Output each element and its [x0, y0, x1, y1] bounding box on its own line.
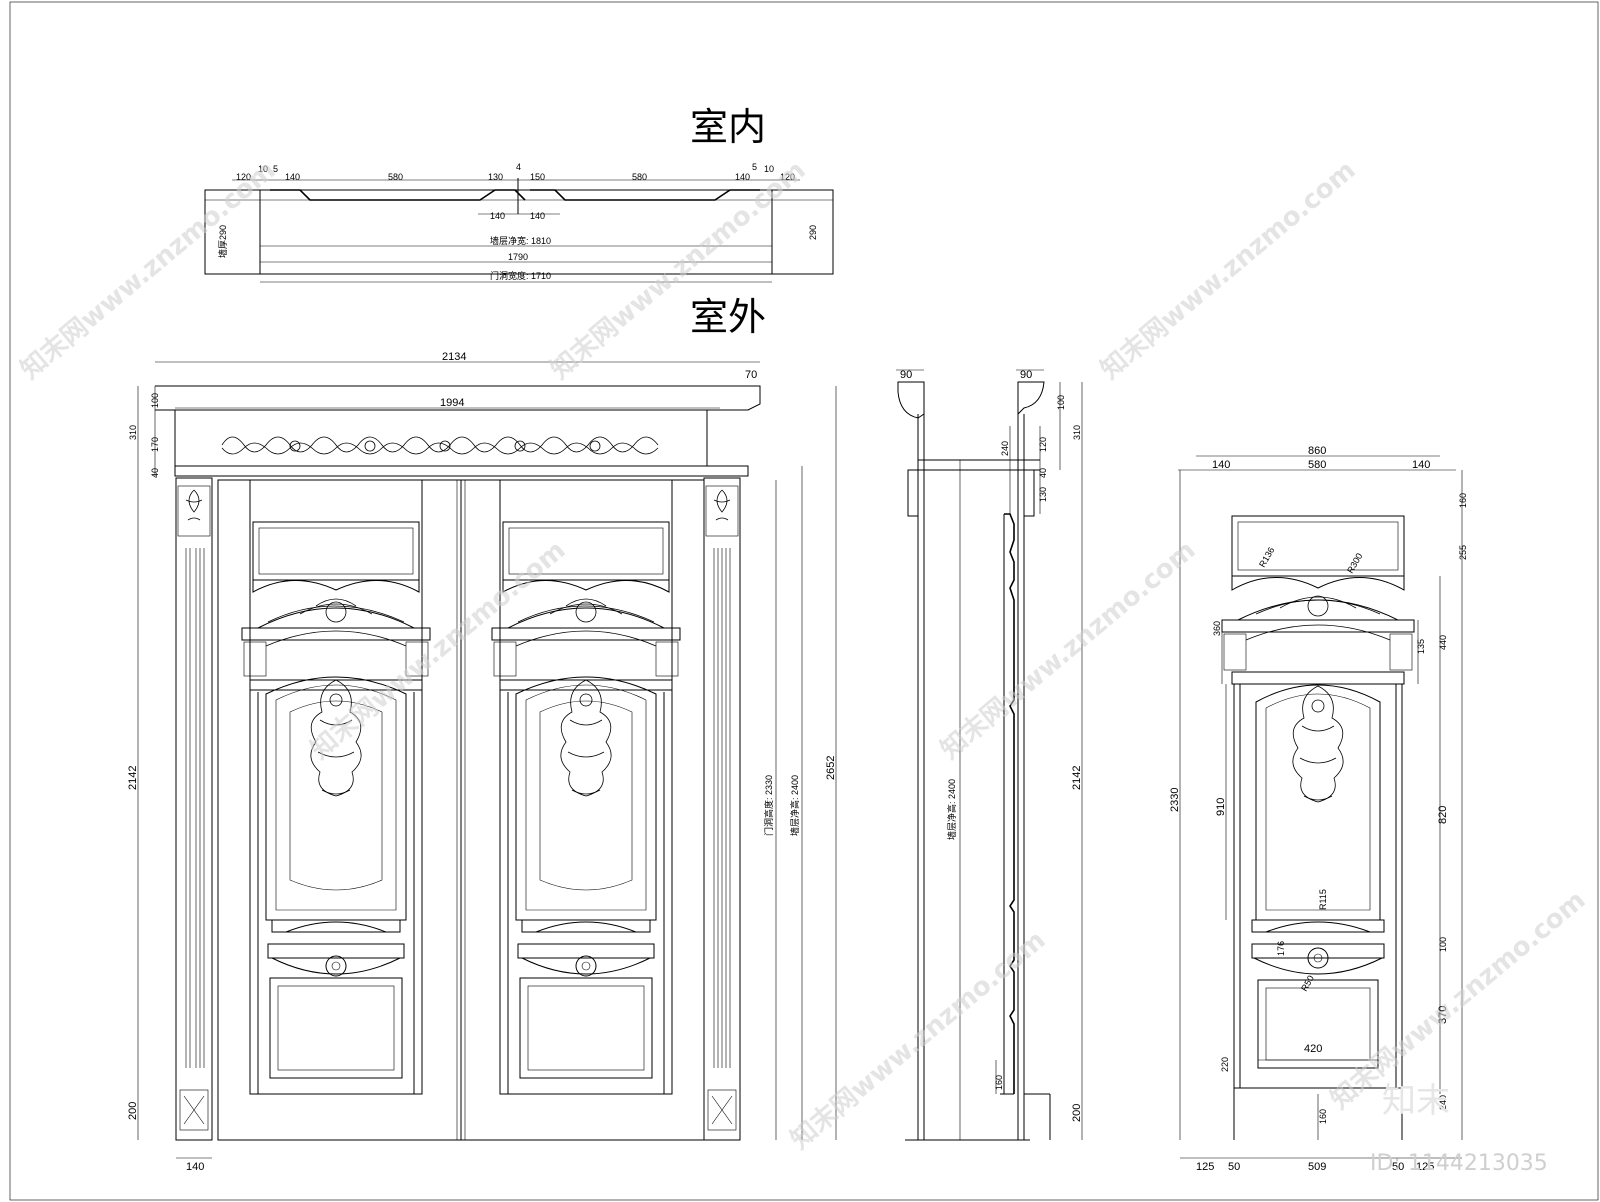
side-dim-100: 100 [1056, 395, 1066, 410]
front-dim-200: 200 [127, 1102, 139, 1120]
plan-dim-1790: 1790 [508, 252, 528, 262]
front-dim-2400: 墙层净高: 2400 [789, 775, 800, 836]
side-dim-2142: 2142 [1071, 766, 1083, 790]
watermark-1: 知末网www.znzmo.com [15, 155, 281, 385]
detail-dim-b50a: 50 [1228, 1161, 1240, 1173]
door-leaf-right [491, 479, 681, 1095]
detail-dim-160: 160 [1458, 493, 1468, 508]
detail-dim-220: 220 [1220, 1057, 1230, 1072]
side-dim-200: 200 [1071, 1104, 1083, 1122]
plan-dim-10l: 10 [258, 164, 268, 174]
detail-dim-820: 820 [1437, 806, 1449, 824]
side-dim-2400: 墙层净高: 2400 [946, 779, 957, 840]
plan-dim-4: 4 [516, 162, 521, 172]
detail-dim-240: 240 [1438, 1095, 1448, 1110]
heading-outdoor: 室外 [690, 295, 766, 339]
brand-logo: 知末 [1382, 1081, 1450, 1121]
plan-dim-580l: 580 [388, 172, 403, 182]
detail-dim-140a: 140 [1212, 459, 1230, 471]
side-dim-240: 240 [1000, 441, 1010, 456]
left-door-carving [310, 679, 362, 797]
side-dim-40: 40 [1038, 468, 1048, 478]
plan-dim-5r: 5 [752, 162, 757, 172]
side-section-right: 90 100 310 240 120 40 130 2142 160 200 [994, 369, 1083, 1140]
side-dim-90a: 90 [900, 369, 912, 381]
detail-dim-b50b: 50 [1392, 1161, 1404, 1173]
plan-dim-1710: 门洞宽度: 1710 [490, 270, 551, 281]
heading-indoor: 室内 [690, 105, 766, 149]
detail-dim-r50: R50 [1299, 974, 1316, 993]
watermarks: 知末网www.znzmo.com 知末网www.znzmo.com 知末网www… [15, 155, 1591, 1155]
detail-dim-370: 370 [1437, 1006, 1449, 1024]
plan-dim-140r: 140 [735, 172, 750, 182]
side-dim-310: 310 [1072, 425, 1082, 440]
plan-dim-150: 150 [530, 172, 545, 182]
front-dim-2652: 2652 [825, 756, 837, 780]
detail-dim-360: 360 [1212, 621, 1222, 636]
front-dim-1994: 1994 [440, 397, 464, 409]
front-dim-2330: 门洞高度: 2330 [763, 775, 774, 836]
frieze-ornament [221, 436, 659, 455]
front-dim-2142: 2142 [127, 766, 139, 790]
plan-dim-sub140a: 140 [490, 211, 505, 221]
front-dim-310: 310 [128, 425, 138, 440]
detail-dim-r136: R136 [1257, 545, 1276, 569]
plan-view: 10 5 120 140 580 130 4 150 580 140 5 10 … [204, 162, 834, 283]
front-dim-100: 100 [150, 393, 160, 408]
detail-dim-176: 176 [1276, 941, 1286, 956]
detail-dim-255: 255 [1458, 545, 1468, 560]
front-dim-70: 70 [745, 369, 757, 381]
detail-dim-160b: 160 [1318, 1109, 1328, 1124]
detail-dim-r115: R115 [1318, 889, 1328, 910]
plan-dim-290-right: 290 [808, 225, 818, 240]
plan-dim-120l: 120 [236, 172, 251, 182]
right-door-carving [560, 679, 612, 797]
detail-dim-b509: 509 [1308, 1161, 1326, 1173]
detail-dim-860: 860 [1308, 445, 1326, 457]
plan-dim-10r: 10 [764, 164, 774, 174]
detail-dim-440: 440 [1438, 635, 1448, 650]
detail-dim-140b: 140 [1412, 459, 1430, 471]
detail-dim-100: 100 [1438, 937, 1448, 952]
detail-dim-135: 135 [1416, 639, 1426, 654]
side-dim-160: 160 [994, 1075, 1004, 1090]
front-vertical-dims: 100 310 170 40 2142 200 140 门洞高度: 2330 墙… [127, 386, 837, 1173]
plan-dim-120r: 120 [780, 172, 795, 182]
side-dim-120: 120 [1038, 437, 1048, 452]
detail-carving [1292, 685, 1344, 803]
side-dim-90b: 90 [1020, 369, 1032, 381]
plan-dim-sub140b: 140 [530, 211, 545, 221]
door-leaf-left [241, 479, 431, 1095]
front-frieze [174, 409, 708, 467]
image-id: ID: 1144213035 [1370, 1151, 1548, 1176]
watermark-3: 知末网www.znzmo.com [1095, 155, 1361, 385]
front-dim-140: 140 [186, 1161, 204, 1173]
side-dim-130: 130 [1038, 487, 1048, 502]
front-elevation: 2134 70 1994 [155, 351, 761, 1141]
watermark-4: 知末网www.znzmo.com [305, 535, 571, 765]
left-pilaster [175, 477, 213, 1141]
plan-dim-wall-thickness: 墙厚290 [217, 225, 228, 258]
watermark-5: 知末网www.znzmo.com [935, 535, 1201, 765]
leaf-detail: 860 140 580 140 R136 R300 420 [1169, 445, 1468, 1173]
plan-dim-580r: 580 [632, 172, 647, 182]
side-section-left: 90 墙层净高: 2400 [896, 369, 1040, 1141]
detail-dim-2330: 2330 [1169, 788, 1181, 812]
detail-dim-b125a: 125 [1196, 1161, 1214, 1173]
plan-dim-130: 130 [488, 172, 503, 182]
front-dim-2134: 2134 [442, 351, 466, 363]
detail-dim-r300: R300 [1345, 551, 1364, 575]
drawing-border [9, 1, 1599, 1201]
detail-dim-b125b: 125 [1416, 1161, 1434, 1173]
front-dim-170: 170 [150, 437, 160, 452]
plan-dim-5l: 5 [273, 164, 278, 174]
detail-dim-910: 910 [1215, 798, 1227, 816]
front-dim-40: 40 [150, 468, 160, 478]
detail-dim-420: 420 [1304, 1043, 1322, 1055]
plan-dim-1810: 墙层净宽: 1810 [490, 235, 551, 246]
detail-dim-580: 580 [1308, 459, 1326, 471]
plan-dim-140l: 140 [285, 172, 300, 182]
